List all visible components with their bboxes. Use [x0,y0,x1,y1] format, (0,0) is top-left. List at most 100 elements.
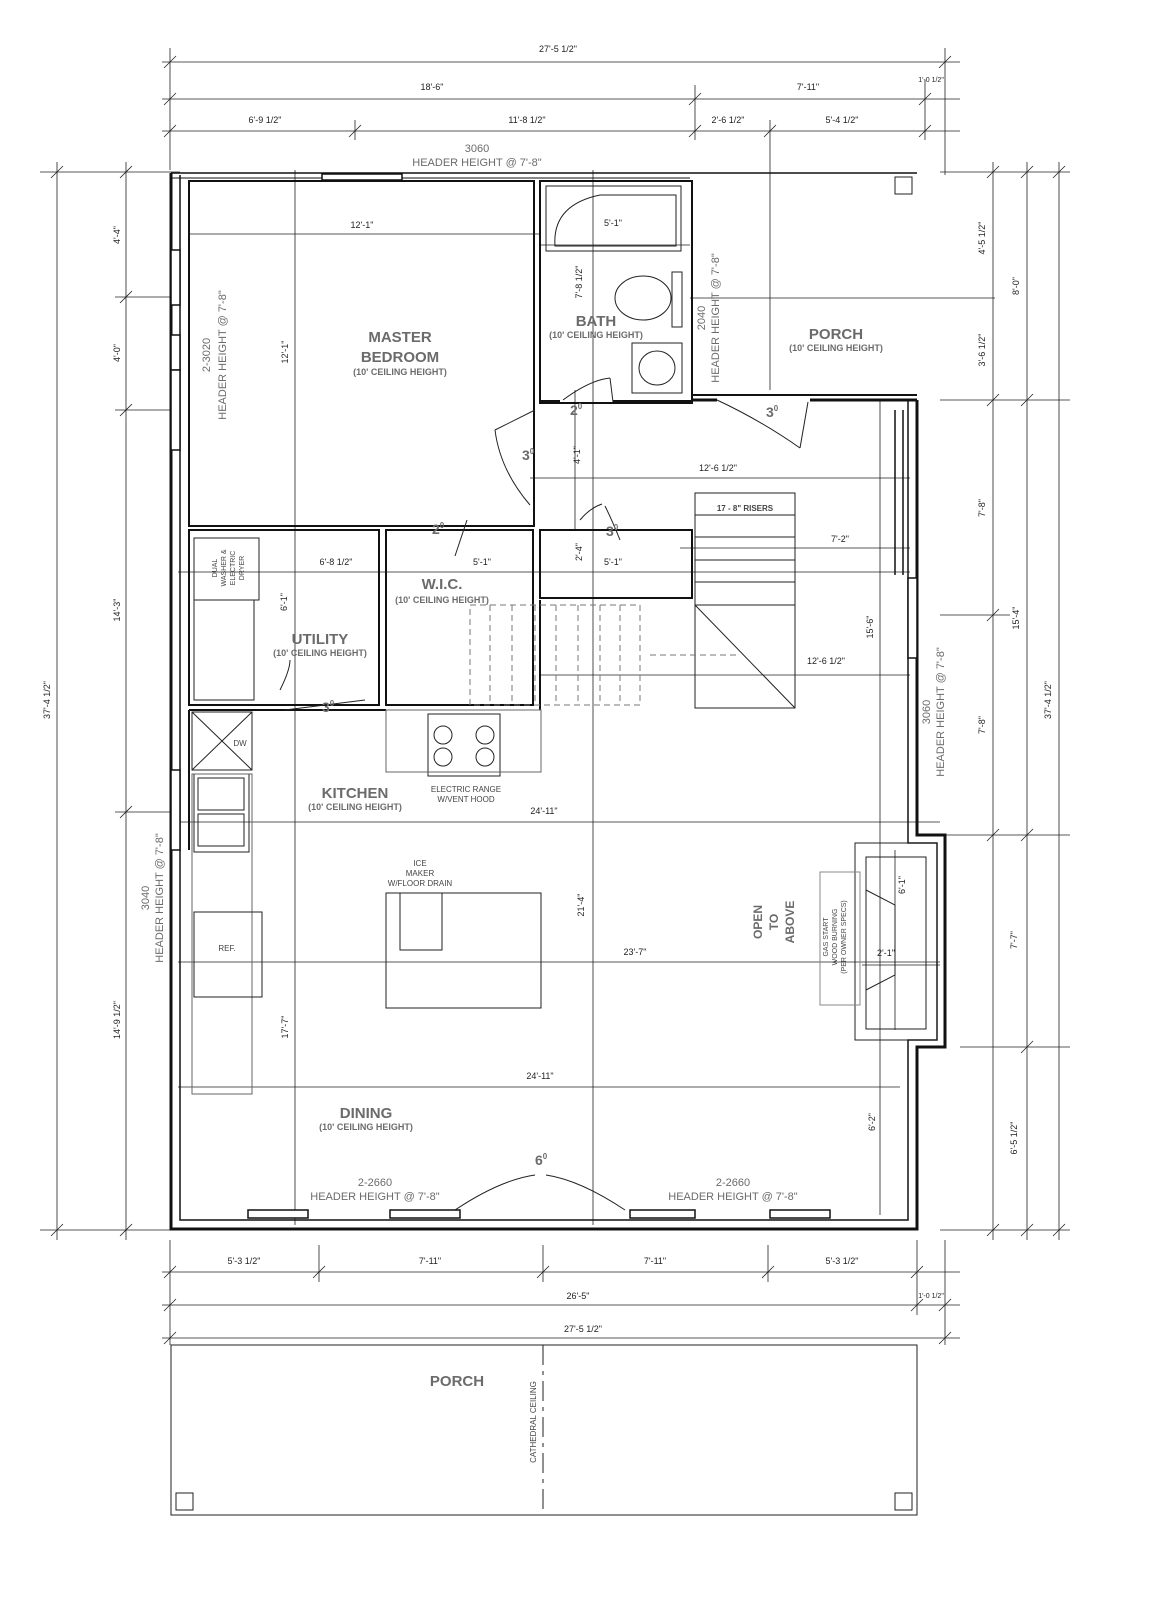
dim-top-left-span: 18'-6" [421,82,444,92]
room-master-line1: MASTER [368,329,432,346]
dim-bottom-seg3: 7'-11" [644,1256,666,1266]
dim-bottom-seg1: 5'-3 1/2" [228,1256,261,1266]
left-window-code: 2-3020 [201,338,213,372]
windows [170,173,918,1219]
room-bath: BATH [576,313,617,330]
dim-bottom-mid: 26'-5" [567,1291,590,1301]
dim-top-seg4: 5'-4 1/2" [826,115,859,125]
dim-right-seg5: 7'-7" [1009,931,1019,949]
dim-left-seg2: 4'-0" [112,344,122,362]
dim-right-span-b: 15'-4" [1011,607,1021,630]
dim-bedroom-h: 12'-1" [280,341,290,364]
kitchen-window-code: 3040 [140,886,152,910]
door-wic-label: 20 [432,521,445,537]
dim-top-seg2: 11'-8 1/2" [508,115,545,125]
right-window-code: 3060 [921,700,933,724]
note-washer-2: WASHER & [221,549,228,586]
room-porch-top: PORCH [809,326,863,343]
dim-right-span-a: 8'-0" [1011,277,1021,295]
note-dw: DW [233,739,247,748]
dim-wic-w: 5'-1" [473,557,491,567]
kitchen-island [385,892,542,1009]
dim-bath-w: 5'-1" [604,218,622,228]
dim-right-seg3: 7'-8" [977,499,987,517]
room-wic: W.I.C. [422,576,463,593]
room-utility-sub: (10' CEILING HEIGHT) [273,648,367,658]
note-cathedral: CATHEDRAL CEILING [529,1381,538,1463]
dim-right-seg4: 7'-8" [977,716,987,734]
dining-right-header: HEADER HEIGHT @ 7'-8" [668,1191,798,1203]
note-ice-1: ICE [413,859,426,868]
dim-fire-w: 2'-1" [877,948,895,958]
room-labels: MASTER BEDROOM (10' CEILING HEIGHT) BATH… [273,313,883,1390]
dim-hall-h: 4'-1" [572,446,582,464]
note-ref: REF. [218,944,235,953]
room-bath-sub: (10' CEILING HEIGHT) [549,330,643,340]
door-swings [279,377,809,1211]
dim-left-h: 17'-7" [280,1016,290,1039]
dim-utility-h: 6'-1" [279,593,289,611]
note-fire-3: (PER OWNER SPECS) [841,900,848,974]
dim-bottom-seg2: 7'-11" [419,1256,441,1266]
dim-utility-w: 6'-8 1/2" [320,557,353,567]
dim-hall-w: 12'-6 1/2" [699,463,737,473]
dim-bottom-corner: 1'-0 1/2" [918,1293,944,1300]
note-washer-3: ELECTRIC [230,551,237,586]
dim-center-h: 21'-4" [576,894,586,917]
room-master-sub: (10' CEILING HEIGHT) [353,367,447,377]
dim-kitchen-w: 24'-11" [530,806,557,816]
door-bath-label: 20 [570,402,583,418]
stair-treads [694,492,796,709]
right-window-header: HEADER HEIGHT @ 7'-8" [935,647,947,777]
dim-right-seg6: 6'-5 1/2" [1009,1122,1019,1155]
dim-left-overall: 37'-4 1/2" [42,681,52,719]
dim-stair-w: 7'-2" [831,534,849,544]
dim-stair-h: 15'-6" [865,616,875,639]
dim-fire-h: 6'-1" [897,876,907,894]
dim-bottom-seg4: 5'-3 1/2" [826,1256,859,1266]
room-utility: UTILITY [292,631,349,648]
room-open-line2: TO [767,914,781,930]
electric-range [427,713,501,777]
kitchen-sink [193,773,250,853]
upper-stair-dashed [469,604,740,706]
door-porch-label: 30 [766,404,779,420]
dimension-labels: 27'-5 1/2" 18'-6" 7'-11" 1'-0 1/2" 6'-9 … [42,44,1053,1334]
note-fire-2: WOOD BURNING [832,909,839,966]
room-porch-top-sub: (10' CEILING HEIGHT) [789,343,883,353]
dining-right-code: 2-2660 [716,1177,750,1189]
dim-closet-h: 2'-4" [574,543,584,561]
dim-right-h: 6'-2" [867,1113,877,1131]
room-porch-bottom: PORCH [430,1373,484,1390]
dining-left-header: HEADER HEIGHT @ 7'-8" [310,1191,440,1203]
opening-labels: 3060 HEADER HEIGHT @ 7'-8" 2-3020 HEADER… [140,143,947,1203]
dim-top-right-span: 7'-11" [797,82,819,92]
door-dining-label: 60 [535,1152,548,1168]
bathtub [545,185,682,252]
bath-sink [631,342,683,394]
fixtures [175,176,938,1511]
room-kitchen: KITCHEN [322,785,389,802]
note-range-1: ELECTRIC RANGE [431,785,501,794]
dimension-lines [40,48,1070,1345]
dim-stair-run: 12'-6 1/2" [807,656,845,666]
note-range-2: W/VENT HOOD [437,795,494,804]
dim-right-seg2: 3'-6 1/2" [977,334,987,367]
dim-top-corner: 1'-0 1/2" [918,77,944,84]
bottom-porch [170,1344,918,1516]
room-kitchen-sub: (10' CEILING HEIGHT) [308,802,402,812]
ice-maker [399,892,443,951]
dim-great-w: 23'-7" [624,947,647,957]
note-ice-2: MAKER [406,869,435,878]
dim-top-overall: 27'-5 1/2" [539,44,577,54]
refrigerator [193,911,263,998]
dim-right-seg1: 4'-5 1/2" [977,222,987,255]
fireplace [854,842,938,1041]
dim-bottom-overall: 27'-5 1/2" [564,1324,602,1334]
room-open-line3: ABOVE [783,901,797,944]
left-window-header: HEADER HEIGHT @ 7'-8" [217,290,229,420]
room-dining: DINING [340,1105,393,1122]
room-open-line1: OPEN [751,905,765,939]
kitchen-window-header: HEADER HEIGHT @ 7'-8" [154,833,166,963]
